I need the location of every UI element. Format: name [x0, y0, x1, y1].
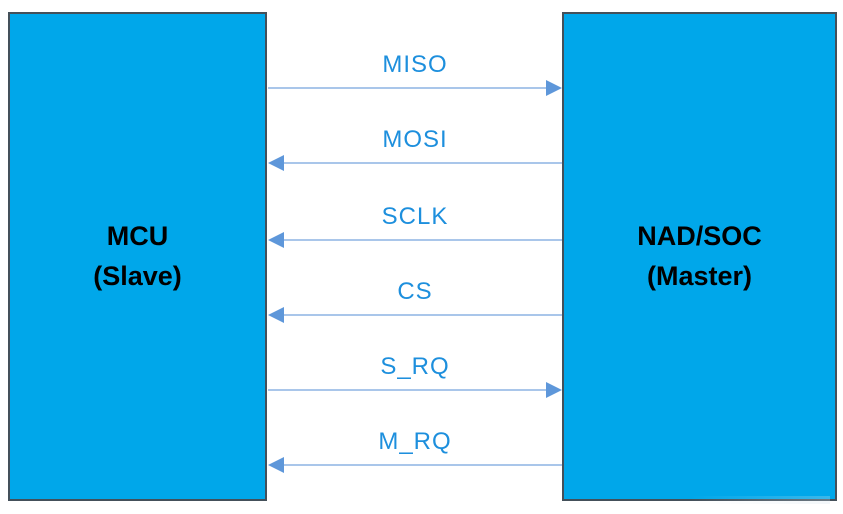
signal-miso: MISO: [268, 50, 562, 96]
arrow-left-icon: [268, 232, 562, 248]
arrow-shaft: [268, 87, 549, 89]
signal-m_rq: M_RQ: [268, 427, 562, 473]
arrow-shaft: [268, 389, 549, 391]
nad-soc-box-subtitle: (Master): [646, 260, 753, 291]
signal-mosi: MOSI: [268, 125, 562, 171]
signal-sclk: SCLK: [268, 202, 562, 248]
signal-cs: CS: [268, 277, 562, 323]
mcu-slave-box: MCU (Slave): [8, 12, 267, 501]
arrow-left-icon: [268, 457, 562, 473]
arrowhead-left-icon: [268, 457, 284, 473]
arrow-shaft: [281, 314, 562, 316]
arrowhead-left-icon: [268, 232, 284, 248]
signal-label: SCLK: [381, 203, 449, 230]
arrow-shaft: [281, 162, 562, 164]
mcu-box-title: MCU: [106, 221, 169, 252]
arrowhead-left-icon: [268, 155, 284, 171]
arrowhead-right-icon: [546, 382, 562, 398]
arrow-right-icon: [268, 80, 562, 96]
signal-s_rq: S_RQ: [268, 352, 562, 398]
signal-label: CS: [397, 278, 433, 305]
arrow-right-icon: [268, 382, 562, 398]
arrowhead-right-icon: [546, 80, 562, 96]
signal-label: S_RQ: [380, 353, 450, 380]
signal-label: M_RQ: [378, 428, 452, 455]
nad-soc-master-box: NAD/SOC (Master): [562, 12, 837, 501]
signal-label: MISO: [382, 51, 448, 78]
arrowhead-left-icon: [268, 307, 284, 323]
arrow-left-icon: [268, 307, 562, 323]
arrow-shaft: [281, 239, 562, 241]
mcu-box-subtitle: (Slave): [93, 260, 182, 291]
arrow-shaft: [281, 464, 562, 466]
signal-label: MOSI: [382, 126, 448, 153]
nad-soc-box-title: NAD/SOC: [637, 221, 762, 252]
arrow-left-icon: [268, 155, 562, 171]
